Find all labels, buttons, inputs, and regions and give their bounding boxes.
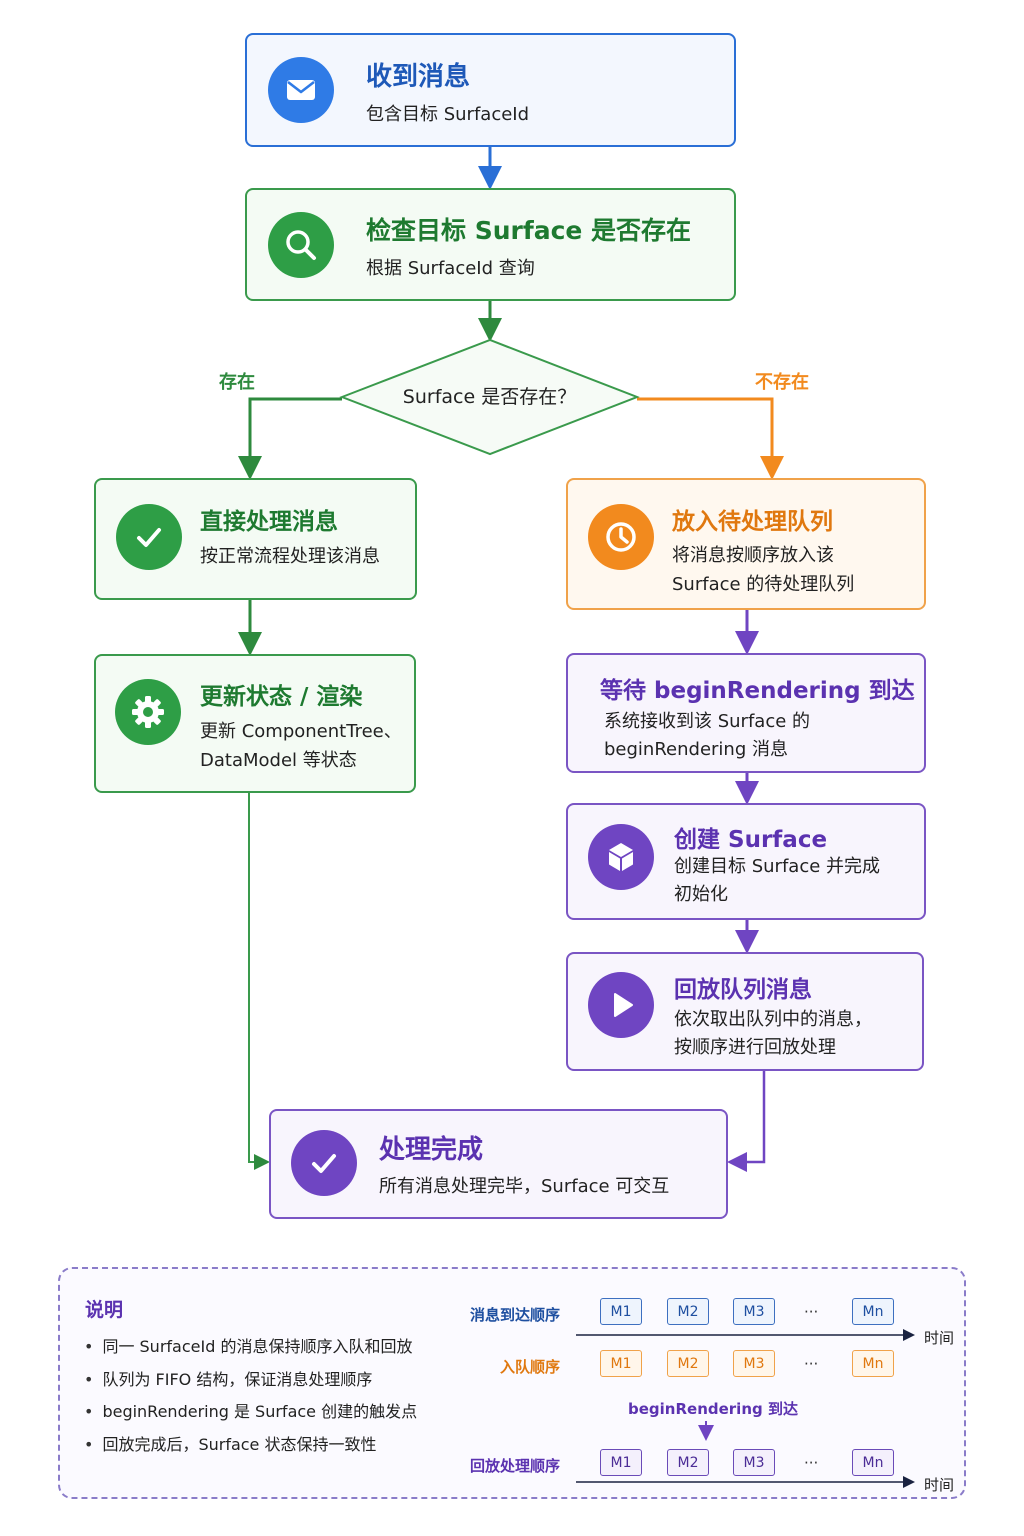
legend-panel: 说明 同一 SurfaceId 的消息保持顺序入队和回放 队列为 FIFO 结构… bbox=[58, 1267, 966, 1499]
step-description-line1: 创建目标 Surface 并完成 bbox=[674, 856, 881, 877]
step-description-line1: 将消息按顺序放入该 bbox=[672, 545, 834, 566]
ellipsis: ··· bbox=[804, 1355, 819, 1373]
connector-replay-done bbox=[727, 1071, 766, 1172]
gear-icon bbox=[115, 679, 181, 745]
step-wait-begin-rendering: 等待 beginRendering 到达 系统接收到该 Surface 的 be… bbox=[566, 653, 926, 773]
step-title: 直接处理消息 bbox=[200, 509, 338, 535]
message-box: M1 bbox=[600, 1350, 642, 1377]
step-done: 处理完成 所有消息处理完毕，Surface 可交互 bbox=[269, 1109, 728, 1219]
step-title: 收到消息 bbox=[366, 62, 471, 92]
decision-diamond bbox=[339, 338, 640, 456]
message-box: M1 bbox=[600, 1449, 642, 1476]
message-box: Mn bbox=[852, 1350, 894, 1377]
legend-notes: 同一 SurfaceId 的消息保持顺序入队和回放 队列为 FIFO 结构，保证… bbox=[84, 1331, 417, 1461]
connector-update-done bbox=[248, 792, 270, 1170]
row-label-enqueue: 入队顺序 bbox=[499, 1358, 560, 1376]
connector-no-branch bbox=[637, 397, 784, 480]
legend-title: 说明 bbox=[85, 1299, 124, 1321]
begin-rendering-label: beginRendering 到达 bbox=[628, 1400, 798, 1418]
branch-label-yes: 存在 bbox=[219, 372, 255, 393]
step-description: 所有消息处理完毕，Surface 可交互 bbox=[379, 1176, 670, 1197]
step-description-line2: Surface 的待处理队列 bbox=[672, 574, 855, 595]
message-box: Mn bbox=[852, 1449, 894, 1476]
message-box: M1 bbox=[600, 1298, 642, 1325]
message-box: M3 bbox=[733, 1350, 775, 1377]
ellipsis: ··· bbox=[804, 1303, 819, 1321]
play-icon bbox=[588, 972, 654, 1038]
message-box: Mn bbox=[852, 1298, 894, 1325]
step-title: 创建 Surface bbox=[674, 827, 828, 853]
message-box: M3 bbox=[733, 1449, 775, 1476]
step-description-line2: 初始化 bbox=[674, 884, 728, 905]
step-direct-process: 直接处理消息 按正常流程处理该消息 bbox=[94, 478, 417, 600]
time-label: 时间 bbox=[924, 1329, 955, 1347]
step-create-surface: 创建 Surface 创建目标 Surface 并完成 初始化 bbox=[566, 803, 926, 920]
step-description-line2: DataModel 等状态 bbox=[200, 750, 357, 771]
timeline-axes bbox=[576, 1329, 915, 1488]
step-description: 按正常流程处理该消息 bbox=[200, 546, 380, 567]
step-update-render: 更新状态 / 渲染 更新 ComponentTree、 DataModel 等状… bbox=[94, 654, 416, 793]
cube-icon bbox=[588, 824, 654, 890]
check-icon bbox=[116, 504, 182, 570]
legend-note: 回放完成后，Surface 状态保持一致性 bbox=[84, 1429, 417, 1462]
step-description: 根据 SurfaceId 查询 bbox=[366, 258, 535, 279]
step-check-surface: 检查目标 Surface 是否存在 根据 SurfaceId 查询 bbox=[245, 188, 736, 301]
step-description-line2: beginRendering 消息 bbox=[604, 739, 788, 760]
step-description: 包含目标 SurfaceId bbox=[366, 104, 530, 125]
legend-note: 队列为 FIFO 结构，保证消息处理顺序 bbox=[84, 1364, 417, 1397]
connector-yes-branch bbox=[238, 397, 342, 480]
message-box: M2 bbox=[667, 1350, 709, 1377]
message-box: M2 bbox=[667, 1298, 709, 1325]
step-description-line1: 更新 ComponentTree、 bbox=[200, 721, 402, 742]
legend-note: beginRendering 是 Surface 创建的触发点 bbox=[84, 1396, 417, 1429]
row-label-arrival: 消息到达顺序 bbox=[469, 1306, 560, 1324]
mail-icon bbox=[268, 57, 334, 123]
step-title: 等待 beginRendering 到达 bbox=[600, 678, 915, 704]
search-icon bbox=[268, 212, 334, 278]
step-description-line2: 按顺序进行回放处理 bbox=[674, 1037, 836, 1058]
step-title: 检查目标 Surface 是否存在 bbox=[366, 216, 692, 245]
decision-text: Surface 是否存在？ bbox=[402, 386, 577, 408]
step-description-line1: 依次取出队列中的消息， bbox=[674, 1009, 872, 1030]
step-replay-queue: 回放队列消息 依次取出队列中的消息， 按顺序进行回放处理 bbox=[566, 952, 924, 1071]
step-description-line1: 系统接收到该 Surface 的 bbox=[604, 711, 811, 732]
time-label: 时间 bbox=[924, 1476, 955, 1494]
step-title: 处理完成 bbox=[379, 1135, 484, 1165]
message-box: M3 bbox=[733, 1298, 775, 1325]
step-receive-message: 收到消息 包含目标 SurfaceId bbox=[245, 33, 736, 147]
row-label-replay: 回放处理顺序 bbox=[469, 1457, 560, 1475]
ellipsis: ··· bbox=[804, 1454, 819, 1472]
step-title: 更新状态 / 渲染 bbox=[200, 684, 363, 710]
step-title: 回放队列消息 bbox=[674, 977, 812, 1003]
step-enqueue: 放入待处理队列 将消息按顺序放入该 Surface 的待处理队列 bbox=[566, 478, 926, 610]
branch-label-no: 不存在 bbox=[755, 372, 809, 393]
step-title: 放入待处理队列 bbox=[672, 509, 833, 535]
check-icon bbox=[291, 1130, 357, 1196]
message-box: M2 bbox=[667, 1449, 709, 1476]
legend-note: 同一 SurfaceId 的消息保持顺序入队和回放 bbox=[84, 1331, 417, 1364]
clock-icon bbox=[588, 504, 654, 570]
